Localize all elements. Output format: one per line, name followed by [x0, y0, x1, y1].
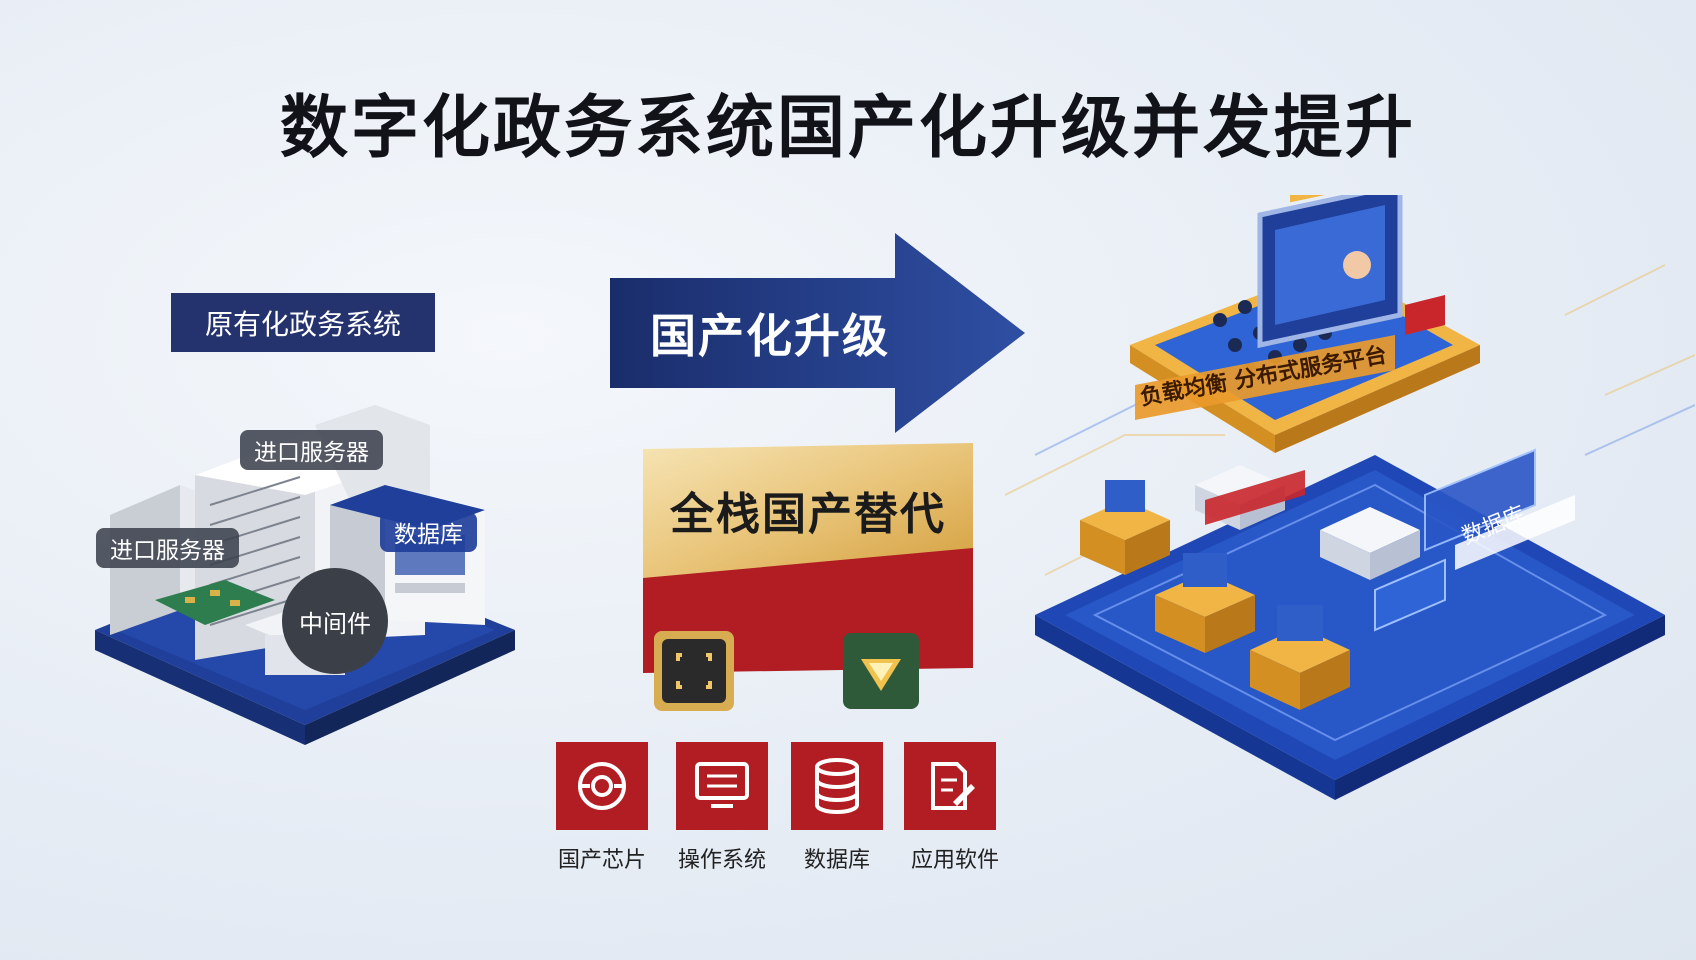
chip-circle-icon — [578, 762, 626, 810]
domestic-chip-icon — [654, 631, 734, 711]
database-label: 数据库 — [380, 512, 477, 552]
application-software-tile — [904, 742, 996, 830]
original-system-label: 原有化政务系统 — [171, 293, 435, 352]
document-edit-icon — [931, 762, 975, 810]
domestic-chip-label: 国产芯片 — [557, 848, 646, 873]
middleware-label: 中间件 — [282, 568, 388, 674]
upgrade-arrow-label: 国产化升级 — [650, 309, 890, 363]
operating-system-tile — [676, 742, 768, 830]
green-chip-icon — [843, 633, 919, 709]
operating-system-label: 操作系统 — [677, 848, 766, 873]
full-stack-label: 全栈国产替代 — [670, 489, 946, 540]
imported-server-left-label: 进口服务器 — [96, 528, 239, 568]
database-tile-label: 数据库 — [803, 848, 870, 873]
domestic-chip-tile — [556, 742, 648, 830]
monitor-icon — [695, 762, 749, 808]
page-title: 数字化政务系统国产化升级并发提升 — [279, 89, 1416, 168]
imported-server-top-label: 进口服务器 — [240, 430, 383, 470]
application-software-label: 应用软件 — [910, 848, 999, 873]
database-tile — [791, 742, 883, 830]
upgrade-arrow — [610, 233, 1025, 433]
distributed-platform-illustration — [1005, 195, 1695, 800]
database-icon — [815, 758, 859, 814]
